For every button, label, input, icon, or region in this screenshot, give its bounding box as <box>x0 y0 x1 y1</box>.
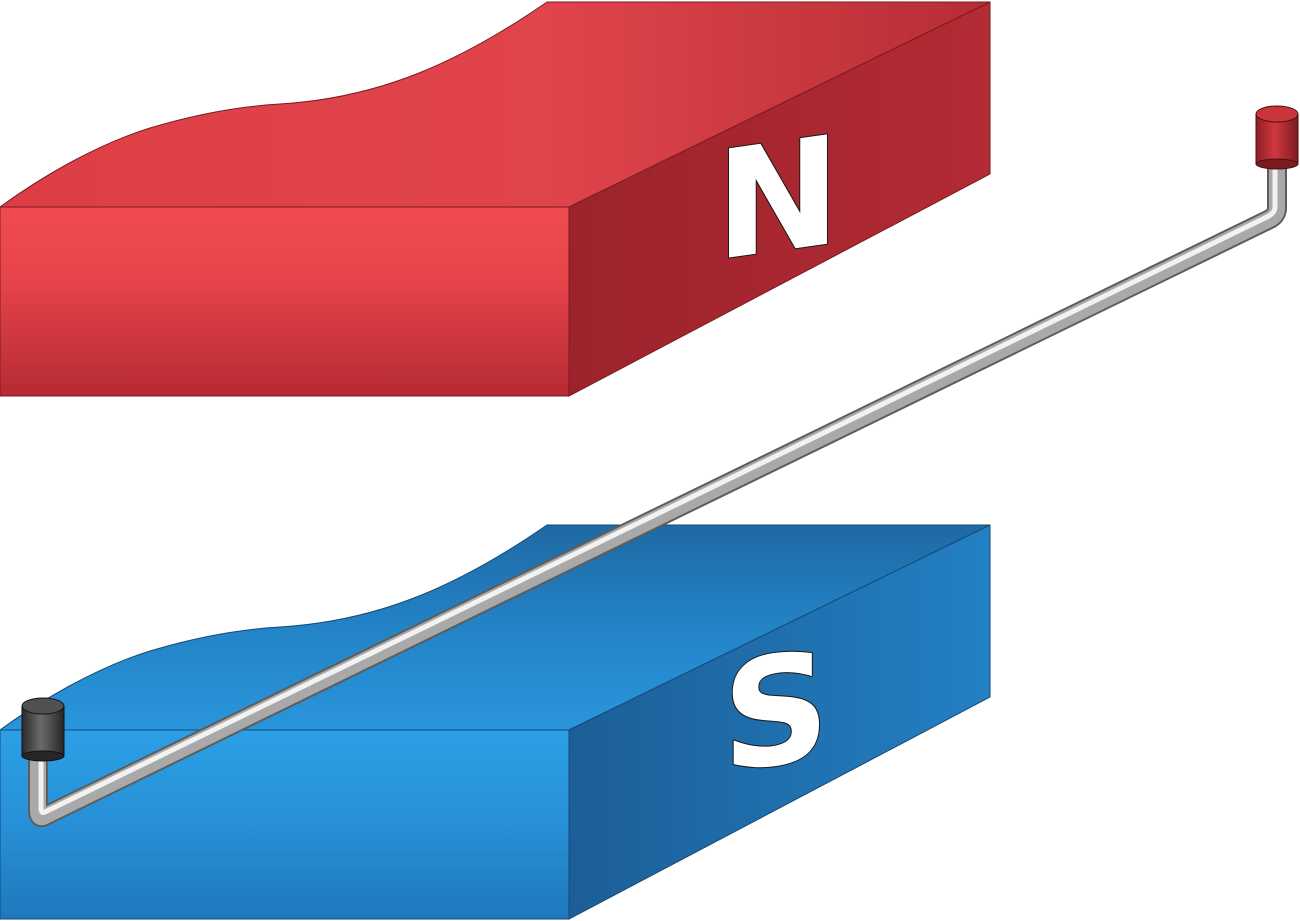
north-pole-label: N <box>715 103 841 296</box>
north-magnet-top-face <box>0 1 991 208</box>
north-magnet-side-face <box>568 1 991 397</box>
south-magnet-top-face <box>0 524 991 731</box>
north-magnet-front-face <box>0 206 570 397</box>
south-magnet: S <box>0 524 991 920</box>
conductor-wire <box>28 148 1287 828</box>
positive-terminal <box>1255 105 1299 170</box>
negative-terminal <box>21 697 65 762</box>
south-magnet-front-face <box>0 729 570 920</box>
south-magnet-side-face <box>568 524 991 920</box>
south-pole-label: S <box>722 617 830 807</box>
north-magnet: N <box>0 1 991 397</box>
